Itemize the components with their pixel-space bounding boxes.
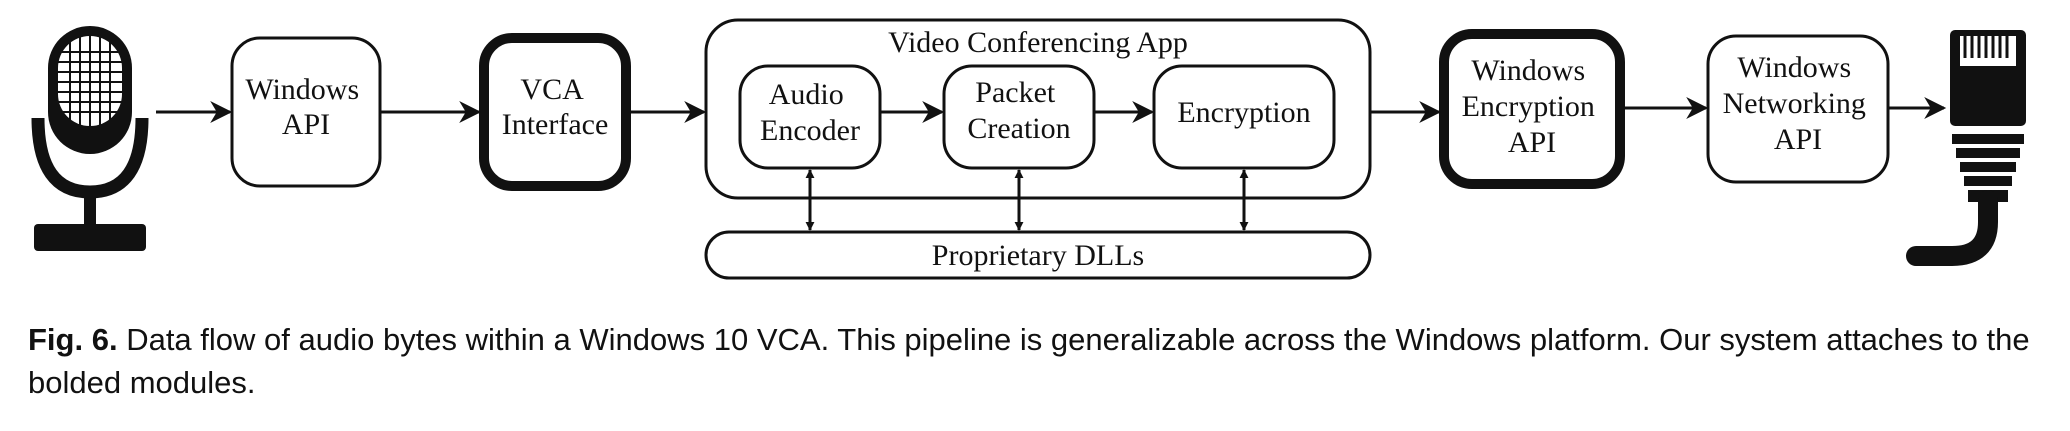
video-conferencing-app-label: Video Conferencing App: [888, 26, 1188, 59]
figure-label: Fig. 6.: [28, 322, 118, 357]
caption-text: Data flow of audio bytes within a Window…: [28, 322, 2030, 400]
microphone-icon: [31, 26, 149, 251]
vca-interface-label: VCA Interface: [502, 73, 609, 141]
vca-interface-box: [479, 33, 631, 191]
windows-encryption-api-box: [1439, 29, 1625, 189]
encryption-label: Encryption: [1177, 96, 1310, 129]
figure-caption: Fig. 6. Data flow of audio bytes within …: [28, 318, 2038, 404]
proprietary-dlls-label: Proprietary DLLs: [932, 239, 1144, 272]
audio-encoder-box: [738, 64, 882, 170]
audio-encoder-label: Audio Encoder: [760, 78, 860, 147]
windows-encryption-api-label: Windows Encryption API: [1462, 54, 1603, 159]
windows-networking-api-label: Windows Networking API: [1723, 51, 1874, 156]
packet-creation-label: Packet Creation: [967, 76, 1070, 145]
windows-api-label: Windows API: [245, 73, 366, 141]
ethernet-cable-icon: [1906, 30, 2026, 266]
proprietary-dlls-box: [704, 230, 1372, 280]
